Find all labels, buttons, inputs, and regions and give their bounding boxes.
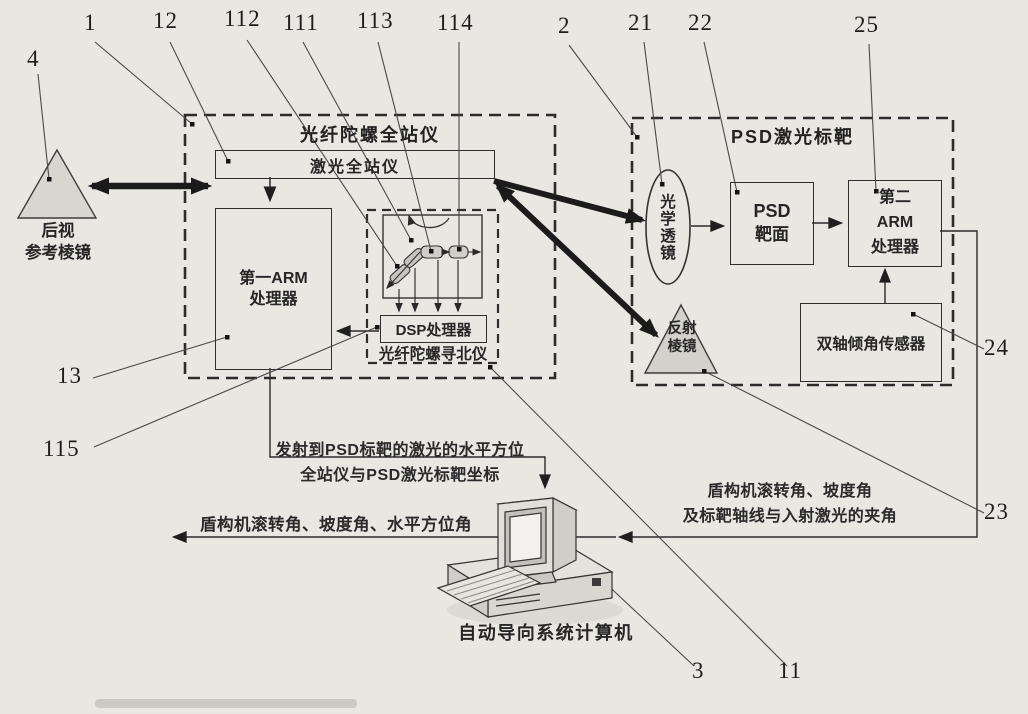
ref-4: 4 [27,46,40,71]
backsight-line1: 后视 [41,222,75,240]
backsight-line2: 参考棱镜 [25,243,91,262]
reflector-prism-triangle [643,303,719,374]
computer-icon [436,497,623,625]
reflector-prism-label: 反射 棱镜 [645,320,719,356]
leader-lines [37,39,985,667]
computer-caption: 自动导向系统计算机 [458,623,634,643]
laser-to-target-text-line2: 全站仪与PSD激光标靶坐标 [300,467,500,484]
tilt-sensor-box: 双轴倾角传感器 [800,303,942,382]
ref-115: 115 [43,436,80,461]
arm2-line2: ARM [876,214,914,232]
ref-111: 111 [283,10,319,35]
ref-13: 13 [57,363,82,388]
gyro-symbols [382,214,483,313]
ref-112: 112 [224,6,261,31]
psd-surface-line2: 靶面 [755,225,789,245]
reflector-line1: 反射 [667,321,697,337]
arm2-line3: 处理器 [870,238,919,256]
psd-laser-target-dashed-box [630,116,955,387]
north-seeker-caption: 光纤陀螺寻北仪 [378,346,488,363]
reflector-line2: 棱镜 [667,339,697,356]
arm2-line1: 第二 [878,189,911,207]
laser-beams [87,177,659,338]
beam-to-reflector [495,183,659,338]
dsp-processor-box: DSP处理器 [380,315,487,343]
ref-12: 12 [153,8,178,33]
leader-end-markers [47,122,916,374]
ref-113: 113 [357,8,394,33]
arm1-processor-box: 第一ARM 处理器 [215,208,332,370]
fog-total-station-title: 光纤陀螺全站仪 [300,125,440,145]
north-seeker-dashed-box [365,208,500,365]
left-output-text: 盾构机滚转角、坡度角、水平方位角 [200,516,472,534]
right-output-text-line2: 及标靶轴线与入射激光的夹角 [682,508,898,525]
ref-22: 22 [688,10,713,35]
arm1-line1: 第一ARM [239,269,308,287]
arm2-processor-box: 第二 ARM 处理器 [848,180,942,267]
laser-to-target-text-line1: 发射到PSD标靶的激光的水平方位 [275,442,525,459]
laser-total-station-label: 激光全站仪 [309,158,400,176]
laser-total-station-box: 激光全站仪 [215,150,495,179]
psd-laser-target-title: PSD激光标靶 [730,127,854,147]
optical-lens-label: 光学透镜 [660,194,676,263]
arm1-line2: 处理器 [249,291,298,308]
ref-25: 25 [854,12,879,37]
psd-surface-box: PSD 靶面 [730,182,814,265]
dsp-processor-label: DSP处理器 [395,321,472,339]
right-output-text-line1: 盾构机滚转角、坡度角 [707,483,873,500]
ref-21: 21 [628,10,653,35]
scan-artifact [95,699,357,708]
psd-surface-line1: PSD [753,201,791,222]
ref-1: 1 [84,10,97,35]
ref-2: 2 [558,13,571,38]
ref-114: 114 [437,10,474,35]
backsight-prism-triangle [16,148,98,219]
tilt-sensor-label: 双轴倾角传感器 [816,335,926,353]
ref-11: 11 [778,658,803,683]
ref-3: 3 [692,658,705,683]
backsight-prism-label: 后视 参考棱镜 [8,221,108,265]
ref-24: 24 [984,335,1009,360]
ref-23: 23 [984,499,1009,524]
